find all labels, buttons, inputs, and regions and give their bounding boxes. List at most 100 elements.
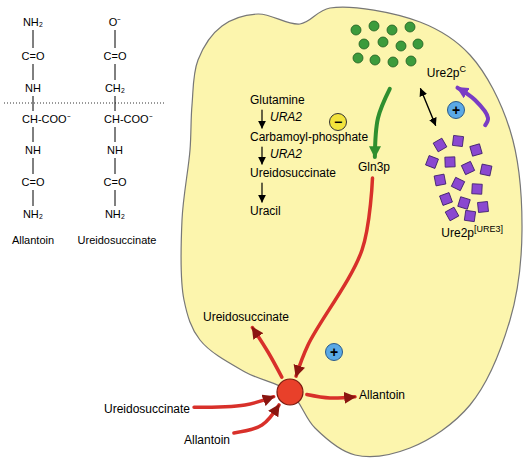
ure2p-soluble-dot [388, 57, 398, 67]
metabolite-label: Ureidosuccinate [202, 310, 290, 325]
transporter-shape [277, 379, 303, 405]
ure2p-prion-square [445, 207, 459, 221]
regulation-sign: + [452, 103, 460, 117]
metabolite-label: Allantoin [183, 433, 231, 448]
bond [33, 127, 34, 142]
regulation-sign: + [330, 345, 338, 359]
ure2p-soluble-dot [396, 41, 406, 51]
metabolite-label: Ureidosuccinate [249, 166, 337, 181]
node-text: Glutamine [250, 93, 305, 107]
node-text: Gln3p [358, 160, 390, 174]
ure2p-soluble-dot [387, 25, 397, 35]
dotted-divider [4, 103, 166, 104]
bond [115, 64, 116, 80]
activate-symbol [448, 102, 465, 119]
ure2p-soluble-dot [351, 25, 361, 35]
pathway-arrow [421, 89, 436, 125]
chemical-group: NH [25, 82, 41, 95]
yeast-cell [181, 7, 522, 456]
chemical-group: NH₂ [23, 208, 43, 221]
ure2p-prion-square [470, 144, 482, 156]
protein-cluster: Ure2pC [340, 16, 470, 86]
pathway-arrow [261, 110, 262, 128]
ure2p-soluble-dot [405, 22, 415, 32]
regulation-arrow [457, 88, 488, 125]
transport-arrow [296, 178, 372, 376]
node-text: Uracil [250, 204, 281, 218]
ure2p-prion-square [461, 161, 474, 174]
ure2p-prion-square [451, 177, 464, 190]
structure-name: Ureidosuccinate [78, 234, 157, 247]
gene-label: URA2 [270, 147, 302, 162]
chemical-group: NH [25, 144, 41, 157]
activate-symbol [326, 344, 343, 361]
transport-arrow [194, 397, 274, 408]
ure2p-prion-square [464, 210, 475, 221]
superscript-tag: [URE3] [474, 224, 503, 234]
protein-label: Gln3p [357, 160, 391, 175]
metabolite-label: Carbamoyl-phosphate [249, 130, 369, 145]
pathway-arrow [261, 147, 262, 164]
chemical-group: C=O [22, 50, 45, 63]
transport-arrow [234, 405, 279, 433]
bond [115, 30, 116, 48]
bond [33, 30, 34, 48]
transporter-shape [276, 378, 304, 406]
node-text: Ureidosuccinate [104, 402, 190, 416]
regulation-arrow [375, 89, 390, 157]
chemical-group: O⁻ [109, 16, 122, 29]
bond [115, 190, 116, 206]
ure2p-prion-square [458, 197, 470, 209]
ure2p-prion-square [478, 202, 489, 213]
bond [33, 158, 34, 174]
transporter-circle [276, 378, 304, 406]
bond [33, 64, 34, 80]
metabolite-label: Allantoin [358, 388, 406, 403]
ure2p-prion-square [452, 135, 463, 146]
ure2p-soluble-dot [359, 39, 369, 49]
ure2p-prion-square [472, 184, 483, 195]
ure2p-soluble-dot [406, 56, 416, 66]
chemical-group: C=O [104, 176, 127, 189]
chemical-group: CH-COO⁻ [104, 113, 153, 126]
regulation-sign: − [334, 115, 342, 129]
pathway-arrow [261, 183, 262, 202]
inhibit-symbol [330, 114, 347, 131]
bond [33, 190, 34, 206]
ure2p-prion-square [440, 193, 453, 206]
metabolite-label: Uracil [249, 204, 282, 219]
node-text: Carbamoyl-phosphate [250, 130, 368, 144]
chemical-group: NH₂ [23, 16, 43, 29]
chemical-group: CH₂ [105, 82, 125, 95]
bond [115, 127, 116, 142]
node-text: Allantoin [184, 433, 230, 447]
node-text: Ure2p [427, 66, 460, 80]
gene-label: URA2 [270, 110, 302, 125]
chemical-group: NH₂ [105, 208, 125, 221]
bond [115, 96, 116, 111]
ure2p-soluble-dot [378, 37, 388, 47]
ure2p-prion-square [433, 138, 447, 152]
metabolite-label: Glutamine [249, 93, 306, 108]
ure2p-prion-square [434, 174, 446, 186]
ure2p-soluble-dot [353, 53, 363, 63]
bond [33, 96, 34, 111]
structure-name: Allantoin [12, 234, 54, 247]
node-text: Ureidosuccinate [203, 310, 289, 324]
chemical-group: C=O [104, 50, 127, 63]
node-text: Ureidosuccinate [250, 166, 336, 180]
transport-arrow [252, 328, 281, 378]
chemical-group: C=O [22, 176, 45, 189]
ure2p-prion-square [445, 157, 455, 167]
metabolite-label: Ureidosuccinate [103, 402, 191, 417]
protein-cluster: Ure2p[URE3] [415, 128, 507, 246]
bond [115, 158, 116, 174]
transport-arrow [307, 395, 355, 399]
ure2p-soluble-dot [370, 55, 380, 65]
ure2p-prion-square [480, 164, 492, 176]
chemical-group: CH-COO⁻ [22, 113, 71, 126]
node-text: Ure2p [441, 226, 474, 240]
superscript-tag: C [460, 64, 467, 74]
ure2p-prion-square [426, 156, 439, 169]
